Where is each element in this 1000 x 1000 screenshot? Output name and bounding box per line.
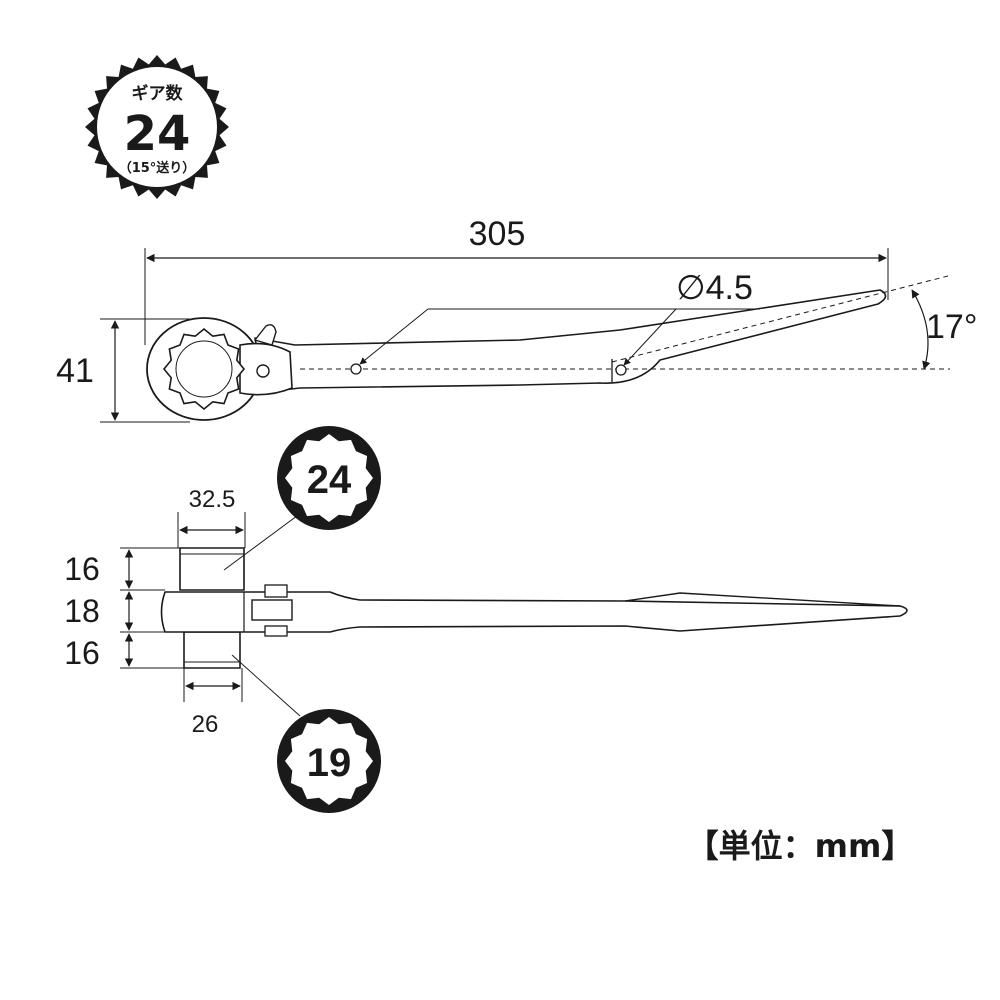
tip-axis-line <box>611 275 949 363</box>
badge-gear-count: 24 <box>124 106 191 162</box>
socket-badge-small: 19 <box>277 709 381 813</box>
badge-inner-circle <box>97 67 217 187</box>
gear-count-badge: ギア数 24 （15°送り） <box>85 55 229 199</box>
lower-socket-block <box>183 631 241 669</box>
pin-hole-right <box>615 364 627 376</box>
socket-badge-small-12pt <box>285 717 373 805</box>
length-label: 305 <box>469 215 526 253</box>
tip-taper-top <box>624 592 901 607</box>
large-socket-size: 24 <box>307 458 352 502</box>
lower-thickness-label: 16 <box>64 635 100 671</box>
angle-arc <box>911 289 931 370</box>
top-view: 305 41 ∅4.5 17° <box>56 215 977 423</box>
angle-label: 17° <box>926 308 977 346</box>
pin-hole-left <box>350 363 362 375</box>
body-thickness-label: 18 <box>64 593 100 629</box>
wrench-handle-side <box>160 591 908 633</box>
hole-leader-left <box>359 308 429 365</box>
pawl-top <box>264 584 288 598</box>
small-socket-size: 19 <box>307 741 352 785</box>
upper-width-label: 32.5 <box>189 486 236 513</box>
upper-socket-block <box>179 547 245 591</box>
head-pin <box>256 364 270 378</box>
socket-badge-large-12pt <box>285 434 373 522</box>
hole-leader-right <box>623 308 677 366</box>
pawl-lever <box>253 324 277 346</box>
side-view: 32.5 26 16 18 16 <box>64 486 908 738</box>
height-label: 41 <box>56 352 94 390</box>
pawl-bottom <box>264 625 288 637</box>
upper-thickness-label: 16 <box>64 551 100 587</box>
leader-small-socket <box>231 654 301 717</box>
leader-large-socket <box>223 509 306 571</box>
lower-width-label: 26 <box>192 711 219 738</box>
hole-diameter-label: ∅4.5 <box>676 269 753 307</box>
socket-inner-circle <box>175 340 233 398</box>
socket-badge-large: 24 <box>277 426 381 530</box>
wrench-handle-top <box>254 289 887 393</box>
direction-switch <box>251 599 293 621</box>
badge-title: ギア数 <box>132 83 184 104</box>
unit-label: 【単位：mm】 <box>687 827 914 865</box>
badge-note: （15°送り） <box>119 160 196 176</box>
